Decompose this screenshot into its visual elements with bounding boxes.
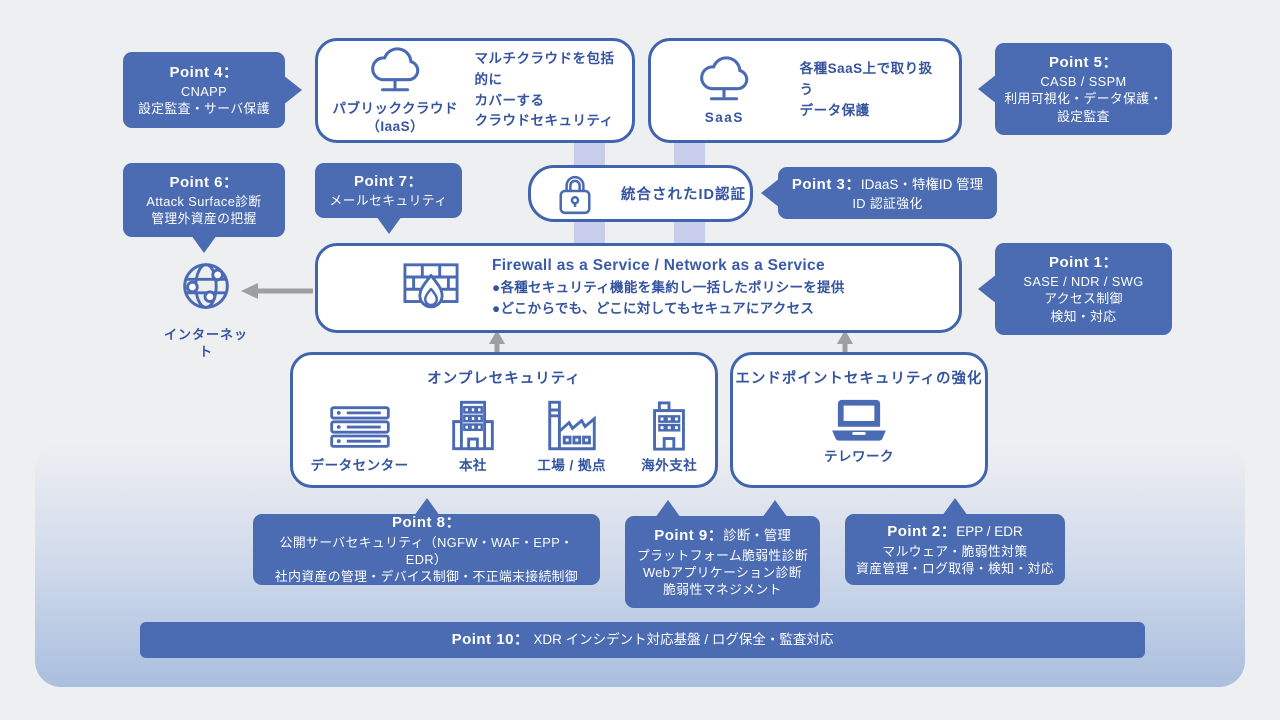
callout-point-7: Point 7： メールセキュリティ	[315, 163, 462, 234]
onprem-item-factory: 工場 / 拠点	[537, 398, 606, 475]
point-9-title: Point 9：	[654, 527, 724, 545]
iaas-description: マルチクラウドを包括的に カバーする クラウドセキュリティ	[474, 50, 615, 129]
internet-node: インターネット	[158, 256, 254, 361]
point-2-body: マルウェア・脆弱性対策 資産管理・ログ取得・検知・対応	[856, 544, 1054, 577]
point-2-title: Point 2：	[887, 523, 957, 541]
point-8-title: Point 8：	[391, 514, 461, 532]
point-7-body: メールセキュリティ	[329, 192, 448, 208]
callout-tail	[761, 178, 780, 208]
saas-icon-group: SaaS	[665, 55, 784, 127]
point-3-body: ID 認証強化	[852, 196, 923, 212]
callout-point-9: Point 9：診断・管理 プラットフォーム脆弱性診断 Webアプリケーション診…	[625, 500, 820, 608]
callout-point-6: Point 6： Attack Surface診断 管理外資産の把握	[123, 163, 285, 253]
factory-icon	[547, 400, 596, 451]
endpoint-title: エンドポイントセキュリティの強化	[735, 371, 983, 387]
point-4-title: Point 4：	[169, 63, 239, 81]
onprem-item-overseas-branch: 海外支社	[641, 399, 697, 475]
callout-point-5: Point 5： CASB / SSPM 利用可視化・データ保護・ 設定監査	[978, 43, 1172, 135]
server-rack-icon	[329, 406, 390, 448]
faas-text: Firewall as a Service / Network as a Ser…	[492, 257, 845, 320]
factory-label: 工場 / 拠点	[537, 458, 606, 473]
headquarters-label: 本社	[458, 458, 487, 473]
onprem-title: オンプレセキュリティ	[427, 371, 581, 387]
point-6-body: Attack Surface診断 管理外資産の把握	[146, 193, 262, 227]
onprem-item-datacenter: データセンター	[311, 402, 409, 475]
point-1-body: SASE / NDR / SWG アクセス制御 検知・対応	[1023, 274, 1144, 324]
callout-point-3: Point 3：IDaaS・特権ID 管理 ID 認証強化	[761, 167, 997, 219]
cloud-icon	[700, 56, 749, 101]
callout-tail	[283, 75, 302, 105]
point-10-title-rest: XDR インシデント対応基盤 / ログ保全・監査対応	[533, 631, 834, 647]
iaas-icon-group: パブリッククラウド （IaaS）	[332, 46, 458, 135]
point-9-body: プラットフォーム脆弱性診断 Webアプリケーション診断 脆弱性マネジメント	[636, 547, 809, 598]
point-5-body: CASB / SSPM 利用可視化・データ保護・ 設定監査	[1004, 74, 1163, 124]
point-5-title: Point 5：	[1048, 53, 1118, 71]
iaas-label: パブリッククラウド （IaaS）	[332, 100, 458, 134]
overseas-branch-label: 海外支社	[641, 458, 698, 473]
faas-title: Firewall as a Service / Network as a Ser…	[492, 256, 825, 274]
faas-naas-box: Firewall as a Service / Network as a Ser…	[315, 243, 962, 333]
onprem-items-row: データセンター 本社	[293, 398, 715, 475]
callout-tail	[375, 216, 402, 234]
telework-label: テレワーク	[824, 449, 894, 464]
point-8-body: 公開サーバセキュリティ（NGFW・WAF・EPP・EDR） 社内資産の管理・デバ…	[274, 534, 579, 585]
globe-network-icon	[183, 263, 229, 309]
faas-bullet-2: ●どこからでも、どこに対してもセキュアにアクセス	[492, 300, 815, 316]
unified-id-auth-box: 統合されたID認証	[528, 165, 753, 222]
point-7-title: Point 7：	[353, 172, 423, 190]
point-2-title-rest: EPP / EDR	[956, 524, 1023, 540]
callout-point-2: Point 2：EPP / EDR マルウェア・脆弱性対策 資産管理・ログ取得・…	[845, 498, 1065, 585]
callout-tail	[654, 500, 681, 518]
endpoint-item-telework: テレワーク	[824, 396, 894, 466]
callout-tail	[762, 500, 789, 518]
id-auth-label: 統合されたID認証	[621, 187, 746, 203]
headquarters-building-icon	[452, 400, 494, 451]
point-3-title-rest: IDaaS・特権ID 管理	[860, 176, 984, 192]
public-cloud-iaas-box: パブリッククラウド （IaaS） マルチクラウドを包括的に カバーする クラウド…	[315, 38, 635, 143]
callout-tail	[978, 274, 997, 304]
callout-tail	[413, 498, 440, 516]
overseas-branch-building-icon	[653, 401, 686, 451]
point-10-title: Point 10：	[451, 630, 530, 648]
point-4-body: CNAPP 設定監査・サーバ保護	[138, 83, 270, 117]
point-9-title-rest: 診断・管理	[723, 528, 791, 544]
laptop-icon	[832, 399, 886, 441]
datacenter-label: データセンター	[310, 458, 409, 473]
endpoint-security-box: エンドポイントセキュリティの強化 テレワーク	[730, 352, 988, 488]
point-6-title: Point 6：	[169, 173, 239, 191]
onprem-item-headquarters: 本社	[444, 398, 502, 475]
saas-description: 各種SaaS上で取り扱う データ保護	[799, 61, 933, 118]
callout-tail	[191, 235, 217, 253]
onprem-security-box: オンプレセキュリティ データセンター	[290, 352, 718, 488]
callout-tail	[978, 74, 997, 104]
callout-point-1: Point 1： SASE / NDR / SWG アクセス制御 検知・対応	[978, 243, 1172, 335]
saas-box: SaaS 各種SaaS上で取り扱う データ保護	[648, 38, 962, 143]
callout-point-4: Point 4： CNAPP 設定監査・サーバ保護	[123, 52, 302, 128]
callout-tail	[942, 498, 968, 516]
cloud-icon	[371, 47, 420, 92]
point-2-headline: Point 2：EPP / EDR	[853, 521, 1057, 543]
internet-label: インターネット	[163, 327, 248, 359]
lock-icon	[559, 175, 591, 215]
firewall-icon	[403, 263, 459, 309]
faas-bullet-1: ●各種セキュリティ機能を集約し一括したポリシーを提供	[492, 279, 845, 295]
callout-point-10: Point 10：XDR インシデント対応基盤 / ログ保全・監査対応	[140, 622, 1145, 658]
callout-point-8: Point 8： 公開サーバセキュリティ（NGFW・WAF・EPP・EDR） 社…	[253, 498, 600, 585]
point-9-headline: Point 9：診断・管理	[633, 525, 812, 547]
point-1-title: Point 1：	[1048, 253, 1118, 271]
point-3-headline: Point 3：IDaaS・特権ID 管理	[786, 174, 989, 196]
point-3-title: Point 3：	[791, 175, 861, 193]
saas-label: SaaS	[704, 109, 744, 125]
